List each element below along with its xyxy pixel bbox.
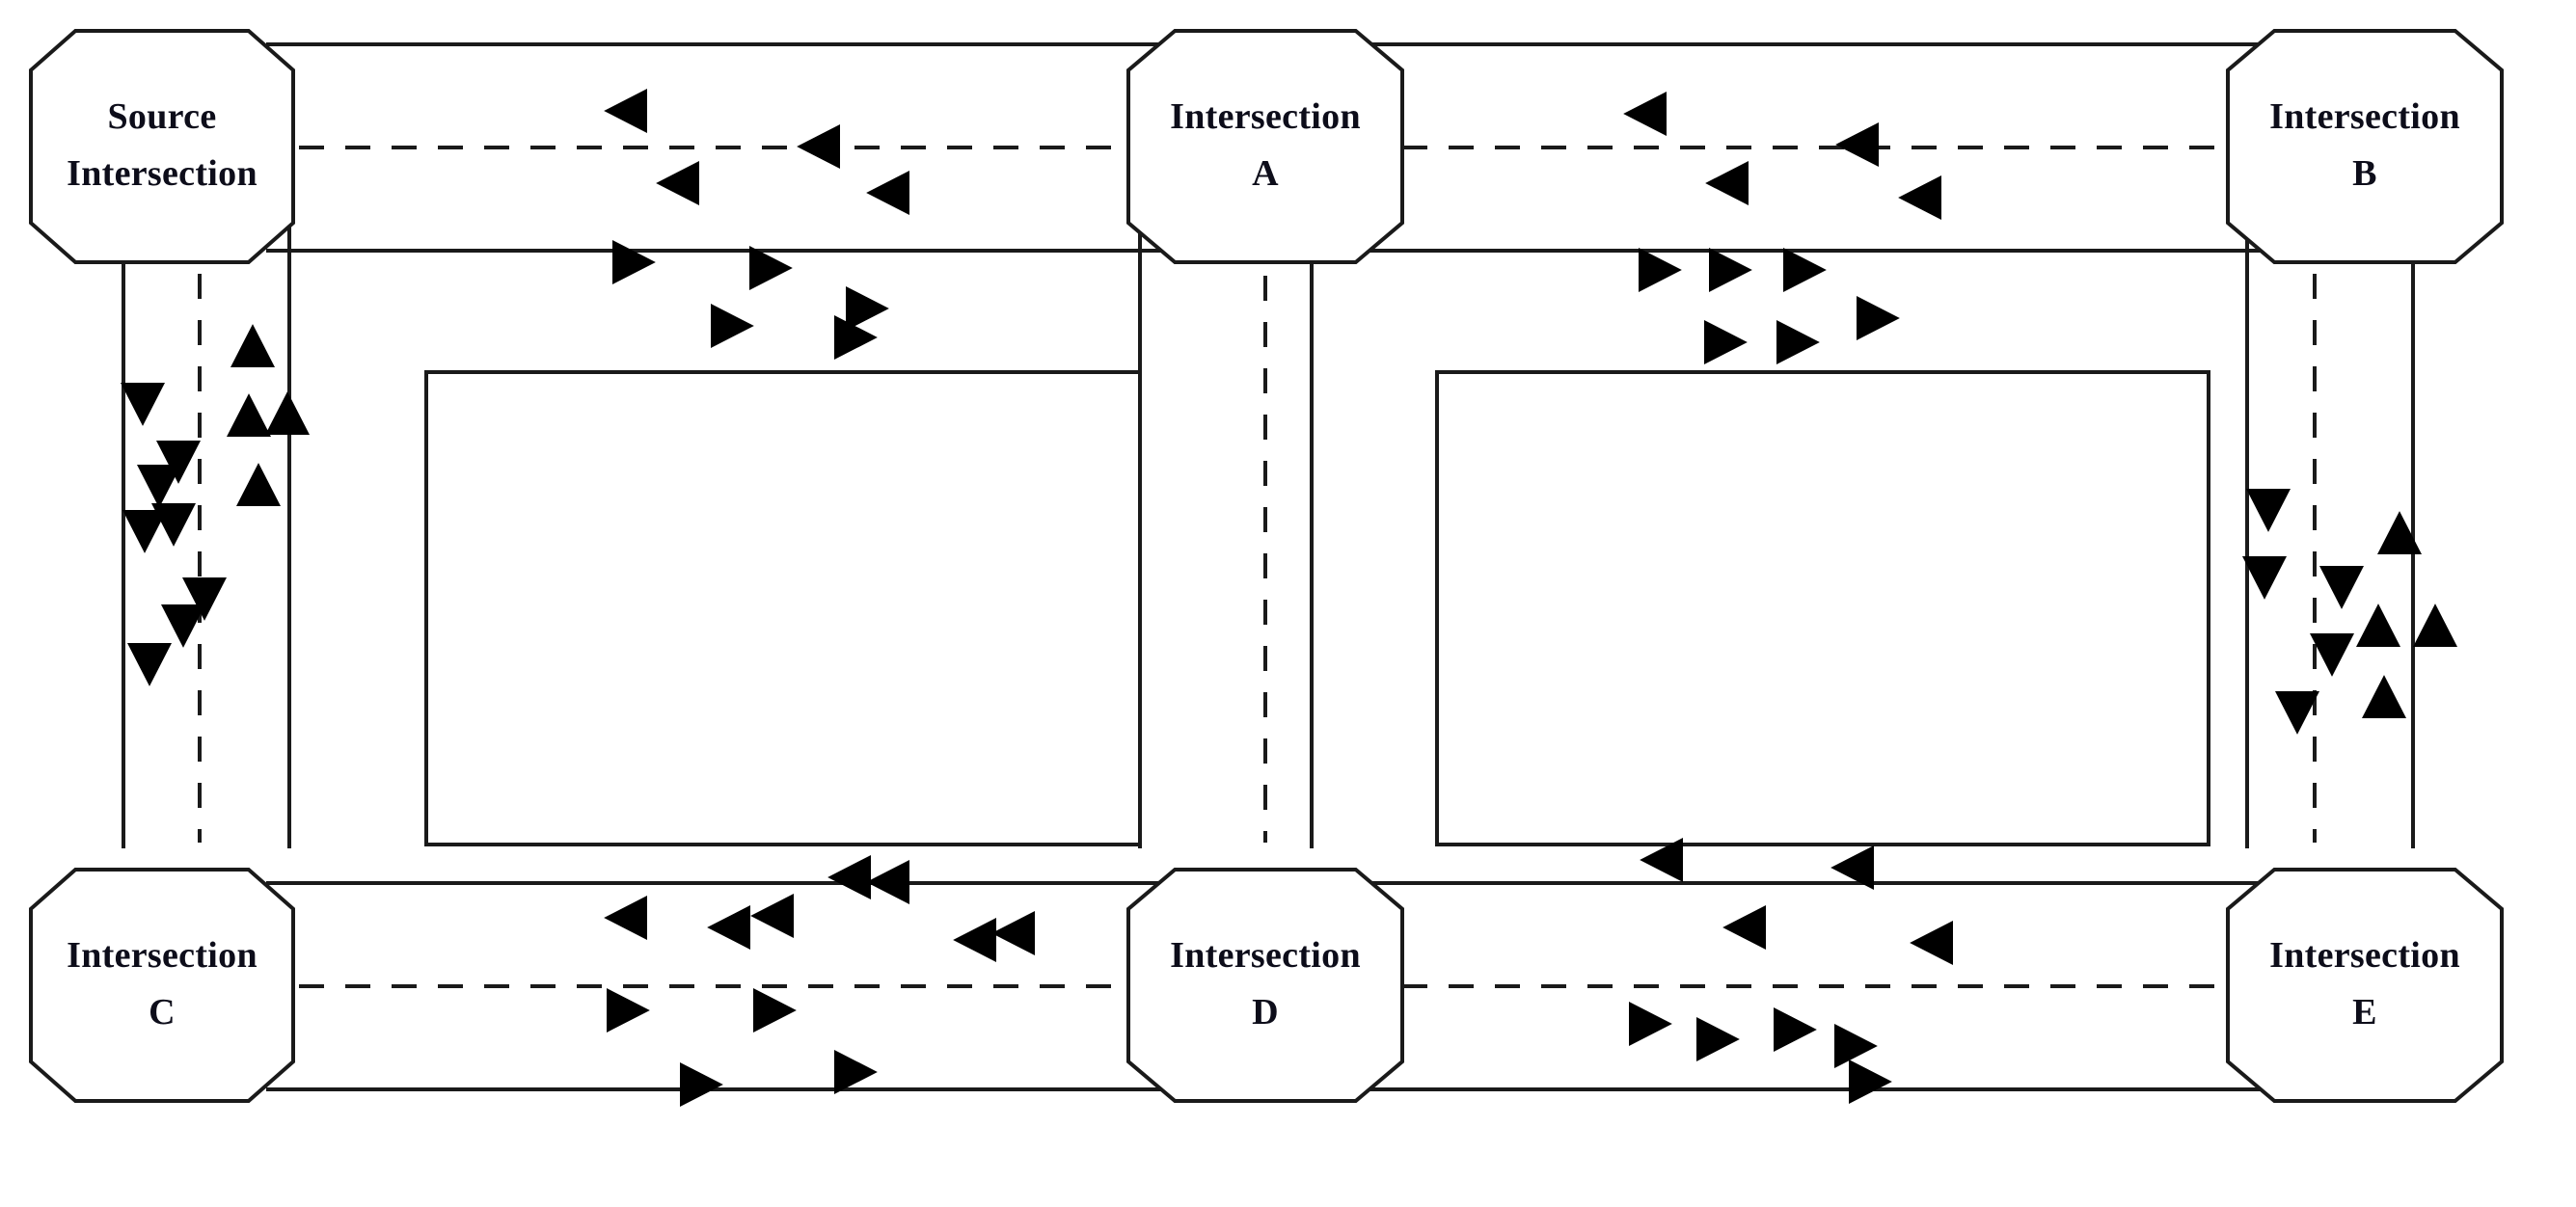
right-arrow-icon — [1709, 248, 1752, 292]
right-arrow-icon — [1783, 248, 1827, 292]
left-arrow-icon — [604, 896, 647, 940]
octagon-intersection-d — [1126, 868, 1404, 1103]
up-arrow-icon — [2356, 604, 2400, 647]
right-arrow-icon — [1774, 1007, 1817, 1052]
left-arrow-icon — [866, 171, 909, 215]
vehicle-arrows — [121, 89, 2457, 1107]
right-arrow-icon — [607, 988, 650, 1033]
right-arrow-icon — [1834, 1024, 1878, 1068]
down-arrow-icon — [2319, 566, 2364, 609]
left-arrow-icon — [604, 89, 647, 133]
left-arrow-icon — [1898, 175, 1941, 220]
down-arrow-icon — [121, 383, 165, 426]
down-arrow-icon — [161, 604, 205, 648]
right-arrow-icon — [834, 1050, 878, 1094]
up-arrow-icon — [236, 463, 281, 506]
left-arrow-icon — [1910, 921, 1953, 965]
down-arrow-icon — [122, 510, 167, 553]
down-arrow-icon — [2310, 633, 2354, 677]
left-arrow-icon — [1722, 905, 1766, 950]
down-arrow-icon — [2242, 556, 2287, 600]
right-arrow-icon — [753, 988, 797, 1033]
octagon-intersection-b — [2226, 29, 2504, 264]
right-arrow-icon — [612, 240, 656, 284]
right-arrow-icon — [711, 304, 754, 348]
up-arrow-icon — [2362, 675, 2406, 718]
up-arrow-icon — [227, 393, 271, 437]
right-arrow-icon — [1639, 248, 1682, 292]
left-arrow-icon — [1623, 92, 1667, 136]
intersection-nodes — [29, 29, 2504, 1103]
right-arrow-icon — [846, 286, 889, 331]
left-arrow-icon — [1640, 838, 1683, 882]
left-arrow-icon — [1830, 845, 1874, 890]
city-blocks — [424, 370, 2210, 846]
right-arrow-icon — [1857, 296, 1900, 340]
left-arrow-icon — [953, 918, 996, 962]
down-arrow-icon — [156, 441, 201, 484]
left-arrow-icon — [1705, 161, 1749, 205]
down-arrow-icon — [2246, 489, 2291, 532]
right-arrow-icon — [680, 1062, 723, 1107]
left-arrow-icon — [827, 855, 871, 899]
up-arrow-icon — [2413, 604, 2457, 647]
right-arrow-icon — [1849, 1059, 1892, 1104]
left-arrow-icon — [797, 124, 840, 169]
octagon-intersection-e — [2226, 868, 2504, 1103]
right-arrow-icon — [1629, 1002, 1672, 1046]
block-right — [1435, 370, 2210, 846]
left-arrow-icon — [866, 860, 909, 904]
right-arrow-icon — [834, 315, 878, 360]
octagon-intersection-a — [1126, 29, 1404, 264]
left-arrow-icon — [656, 161, 699, 205]
left-arrow-icon — [750, 894, 794, 938]
right-arrow-icon — [1776, 320, 1820, 364]
down-arrow-icon — [182, 577, 227, 621]
up-arrow-icon — [230, 324, 275, 367]
left-arrow-icon — [707, 905, 750, 950]
up-arrow-icon — [2377, 511, 2422, 554]
down-arrow-icon — [2275, 691, 2319, 735]
octagon-intersection-c — [29, 868, 295, 1103]
down-arrow-icon — [127, 643, 172, 686]
up-arrow-icon — [265, 391, 310, 435]
down-arrow-icon — [137, 465, 181, 508]
right-arrow-icon — [1704, 320, 1748, 364]
left-arrow-icon — [1835, 122, 1879, 167]
left-arrow-icon — [991, 911, 1035, 955]
right-arrow-icon — [749, 246, 793, 290]
octagon-source — [29, 29, 295, 264]
road-segments — [122, 42, 2415, 1091]
block-left — [424, 370, 1142, 846]
right-arrow-icon — [1696, 1017, 1740, 1061]
